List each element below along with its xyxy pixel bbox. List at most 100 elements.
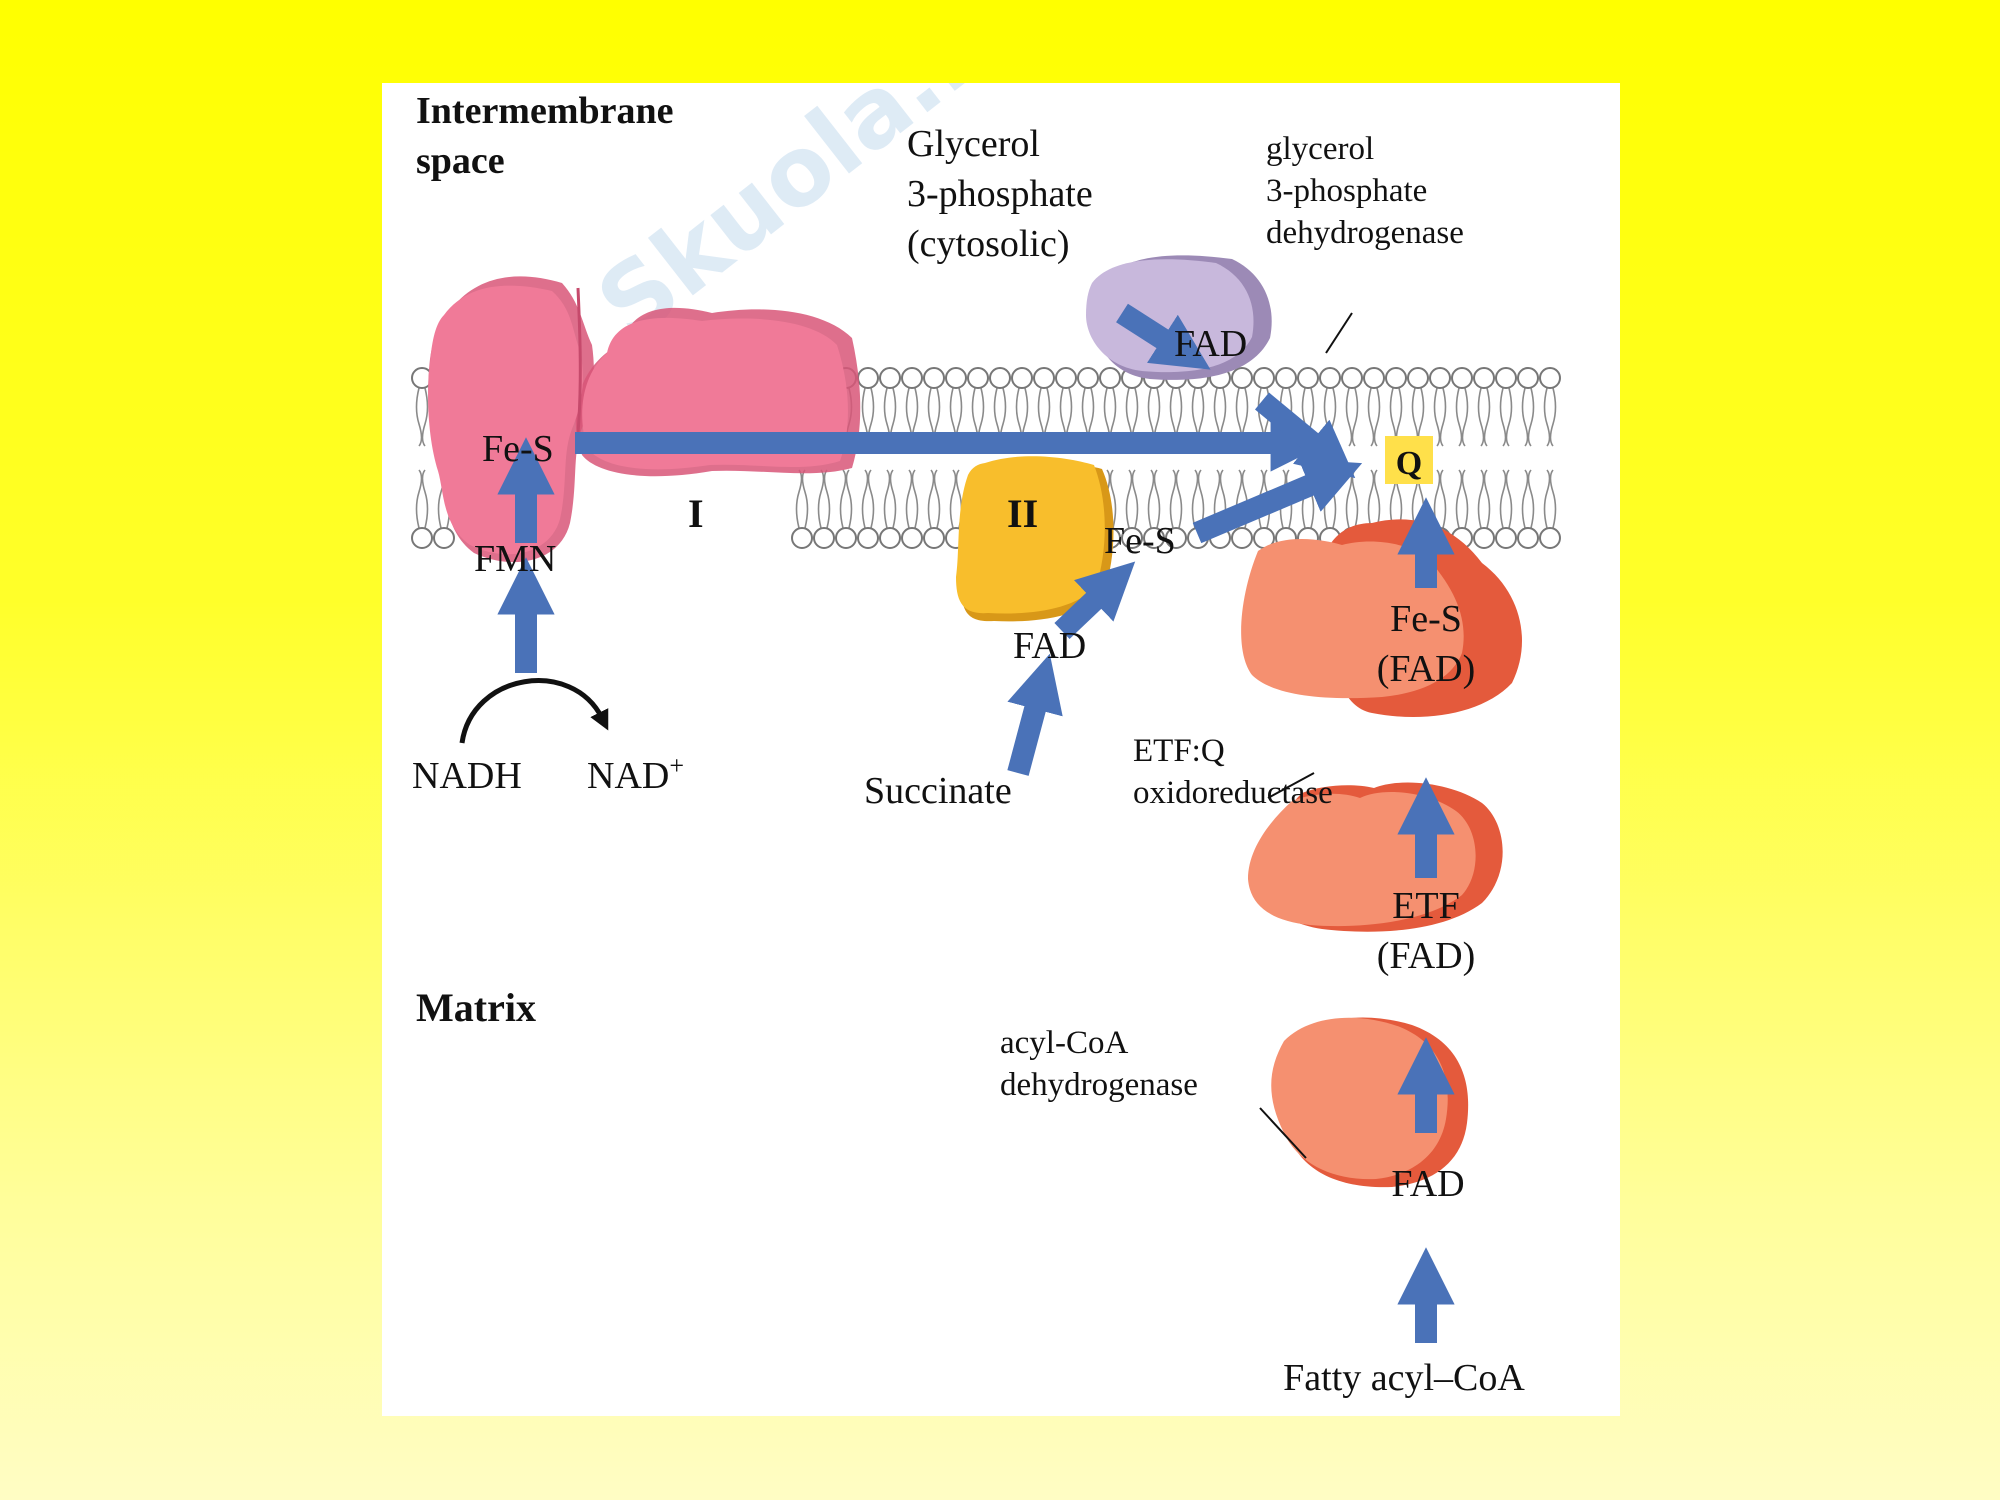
complex-II-fes-label: Fe-S [1104,520,1176,562]
lipid-head [1539,367,1561,389]
lipid-tail [1499,387,1513,447]
lipid-tail [1499,469,1513,529]
acyl-coa-dehydrogenase [1271,1017,1469,1188]
acyl-dh-line2: dehydrogenase [1000,1067,1198,1103]
nad-superscript: + [669,751,684,780]
lipid-head [1033,367,1055,389]
electron-transport-diagram: Skuola.net [411,83,1561,1399]
acyl-dh-line1: acyl-CoA [1000,1025,1128,1061]
lipid-tail [1323,387,1337,447]
lipid-head [1231,527,1253,549]
etf-line1: ETF [1392,885,1460,927]
gpdh-fad-label: FAD [1174,323,1247,365]
lipid-head [411,527,433,549]
glycerol-substrate-line1: Glycerol [907,123,1040,165]
lipid-tail [1433,387,1447,447]
q-box [1385,436,1433,484]
lipid-head [1341,367,1363,389]
lipid-head [1363,367,1385,389]
lipid-tail [795,469,809,529]
glycerol-substrate-line2: 3-phosphate [907,173,1093,215]
nadh-label: NADH [412,755,522,797]
succinate-label: Succinate [864,770,1012,812]
complex-I-label: I [688,491,704,536]
lipid-head [923,527,945,549]
lipid-tail [1125,469,1139,529]
lipid-head [1143,527,1165,549]
lipid-head [945,367,967,389]
lipid-tail [905,469,919,529]
lipid-head [1429,367,1451,389]
lipid-head [989,367,1011,389]
lipid-tail [1455,387,1469,447]
acyl-fad-label: FAD [1391,1163,1464,1205]
lipid-head [1275,367,1297,389]
lipid-head [1055,367,1077,389]
lipid-tail [415,469,429,529]
lipid-head [879,367,901,389]
nad-plus-label: NAD+ [587,751,684,797]
lipid-head [1495,527,1517,549]
lipid-tail [1191,469,1205,529]
lipid-head [923,367,945,389]
lipid-tail [415,387,429,447]
lipid-head [791,527,813,549]
lipid-tail [861,469,875,529]
intermembrane-label: Intermembrane [416,90,673,132]
gpdh-label-line3: dehydrogenase [1266,215,1464,251]
arrow-nadh-nad [459,678,609,744]
arrow-gpdh-q [1254,392,1356,479]
lipid-head [1253,367,1275,389]
lipid-tail [1543,469,1557,529]
etfq-line2: (FAD) [1377,648,1476,690]
lipid-head [1517,527,1539,549]
lipid-head [1077,367,1099,389]
lipid-tail [1169,469,1183,529]
complex-I-fes-label: Fe-S [482,428,554,470]
fatty-acyl-coa-label: Fatty acyl–CoA [1283,1357,1525,1399]
complex-I [428,276,861,563]
etfq-name-line2: oxidoreductase [1133,775,1333,811]
lipid-tail [1433,469,1447,529]
etf-q-oxidoreductase [1241,519,1522,718]
arrow-glycerol-enzyme [1116,303,1211,370]
lipid-tail [817,469,831,529]
lipid-tail [927,469,941,529]
lipid-head [901,367,923,389]
lipid-head [1385,367,1407,389]
electron-flow-arrows [497,303,1455,1343]
fmn-label: FMN [474,538,556,580]
lipid-head [1539,527,1561,549]
gpdh-label-line1: glycerol [1266,131,1374,167]
lipid-head [835,527,857,549]
lipid-tail [839,469,853,529]
etf-line2: (FAD) [1377,935,1476,977]
intermembrane-space-label: space [416,140,505,182]
etfq-line1: Fe-S [1390,598,1462,640]
arrow-succinate-fad [1007,653,1063,776]
lipid-head [1099,367,1121,389]
arrow-fad-fes-II [1054,561,1136,639]
lipid-tail [1521,469,1535,529]
lipid-head [813,527,835,549]
matrix-label: Matrix [416,985,536,1030]
lipid-head [1011,367,1033,389]
lipid-head [879,527,901,549]
lipid-head [1297,367,1319,389]
lipid-head [1407,367,1429,389]
lipid-head [1451,367,1473,389]
lipid-head [1319,367,1341,389]
lipid-tail [1323,469,1337,529]
lipid-head [433,527,455,549]
lipid-tail [1455,469,1469,529]
lipid-head [1495,367,1517,389]
labels: Intermembrane space Matrix Glycerol 3-ph… [412,90,1525,1399]
glycerol-substrate-line3: (cytosolic) [907,223,1070,265]
complex-II-label: II [1007,491,1038,536]
lipid-tail [1367,469,1381,529]
lipid-head [857,367,879,389]
lipid-head [857,527,879,549]
lipid-tail [1543,387,1557,447]
lipid-head [1473,527,1495,549]
